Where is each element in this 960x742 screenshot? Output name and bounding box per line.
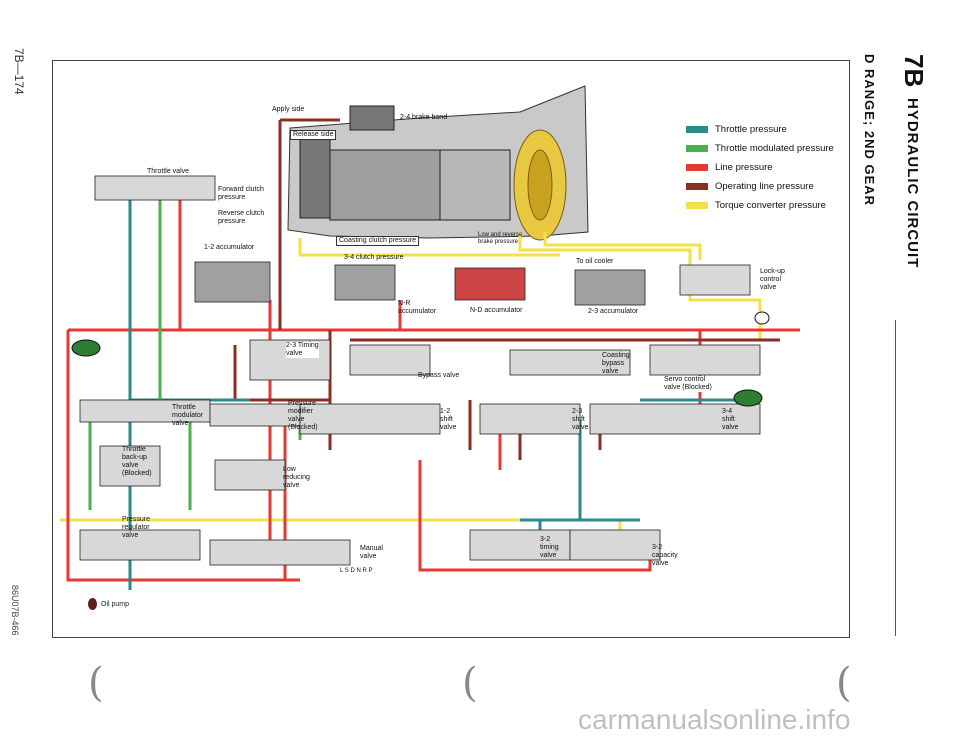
oil-pump: Oil pump bbox=[88, 598, 129, 610]
pressure-gauges bbox=[71, 311, 770, 407]
release-side-label: Release side bbox=[290, 130, 337, 140]
watermark: carmanualsonline.info bbox=[578, 704, 851, 735]
oil-pump-icon bbox=[88, 598, 97, 610]
oil-cooler-label: To oil cooler bbox=[576, 258, 614, 265]
throttle-modulator-label: Throttle modulator valve bbox=[172, 404, 204, 427]
legend-label: Throttle pressure bbox=[715, 124, 787, 135]
forward-clutch-label: Forward clutch pressure bbox=[218, 186, 264, 201]
shift-12-label: 1-2 shift valve bbox=[440, 408, 457, 431]
accumulator-12-label: 1-2 accumulator bbox=[204, 244, 255, 251]
binder-mark: ( bbox=[836, 660, 852, 706]
legend-swatch bbox=[686, 183, 708, 190]
servo-control-label: Servo control valve (Blocked) bbox=[664, 376, 712, 392]
nd-accumulator-label: N-D accumulator bbox=[470, 307, 523, 314]
legend-swatch bbox=[686, 164, 708, 171]
page-title: HYDRAULIC CIRCUIT bbox=[904, 98, 921, 269]
legend-item: Torque converter pressure bbox=[686, 196, 856, 215]
legend-label: Operating line pressure bbox=[715, 181, 814, 192]
page-subtitle: D RANGE; 2ND GEAR bbox=[862, 54, 877, 207]
legend: Throttle pressure Throttle modulated pre… bbox=[686, 120, 856, 215]
clutch-34-label: 3-4 clutch pressure bbox=[344, 254, 404, 261]
diagram-frame bbox=[52, 60, 850, 638]
section-header: 7B HYDRAULIC CIRCUIT D RANGE; 2ND GEAR bbox=[858, 54, 938, 324]
legend-swatch bbox=[686, 145, 708, 152]
shift-23-label: 2-3 shift valve bbox=[572, 408, 589, 431]
legend-label: Torque converter pressure bbox=[715, 200, 826, 211]
shift-34-label: 3-4 shift valve bbox=[722, 408, 739, 431]
low-reverse-label: Low and reverse brake pressure bbox=[478, 232, 523, 245]
valve-bodies bbox=[79, 175, 761, 566]
manual-positions-label: L S D N R P bbox=[340, 568, 373, 574]
accumulator-23-label: 2-3 accumulator bbox=[588, 308, 639, 315]
manual-valve-label: Manual valve bbox=[360, 545, 383, 560]
document-code: 86U07B-466 bbox=[10, 585, 20, 636]
legend-item: Throttle modulated pressure bbox=[686, 139, 856, 158]
torque-converter-lines bbox=[60, 232, 762, 540]
lockup-control-label: Lock-up control valve bbox=[760, 268, 785, 291]
binder-mark: ( bbox=[88, 660, 104, 706]
legend-swatch bbox=[686, 202, 708, 209]
pressure-regulator-label: Pressure regulator valve bbox=[122, 516, 151, 539]
nr-accumulator-label: N-R accumulator bbox=[398, 300, 437, 315]
transmission-housing bbox=[287, 85, 589, 241]
legend-swatch bbox=[686, 126, 708, 133]
throttle-backup-label: Throttle back-up valve (Blocked) bbox=[122, 446, 152, 477]
binder-mark: ( bbox=[462, 660, 478, 706]
pressure-modifier-label: Pressure modifier valve (Blocked) bbox=[288, 400, 318, 431]
legend-label: Line pressure bbox=[715, 162, 773, 173]
oil-pump-label: Oil pump bbox=[101, 600, 130, 608]
timing-32-label: 3-2 timing valve bbox=[540, 536, 559, 559]
throttle-valve-label: Throttle valve bbox=[147, 168, 190, 175]
legend-item: Throttle pressure bbox=[686, 120, 856, 139]
brake-band-label: 2-4 brake band bbox=[400, 114, 448, 121]
throttle-pressure-lines bbox=[128, 200, 760, 590]
chapter-number: 7B bbox=[899, 54, 929, 88]
capacity-32-label: 3-2 capacity valve bbox=[652, 544, 678, 567]
legend-item: Line pressure bbox=[686, 158, 856, 177]
coasting-bypass-label: Coasting bypass valve bbox=[602, 352, 630, 375]
legend-label: Throttle modulated pressure bbox=[715, 143, 834, 154]
bypass-valve-label: Bypass valve bbox=[418, 372, 460, 379]
apply-side-label: Apply side bbox=[272, 106, 305, 113]
page-number: 7B—174 bbox=[12, 48, 26, 95]
legend-item: Operating line pressure bbox=[686, 177, 856, 196]
reverse-clutch-label: Reverse clutch pressure bbox=[218, 210, 265, 225]
coasting-clutch-label: Coasting clutch pressure bbox=[336, 236, 420, 246]
low-reducing-label: Low reducing valve bbox=[283, 466, 310, 489]
timing-23-label: 2-3 Timing valve bbox=[286, 342, 319, 358]
margin-rule bbox=[895, 320, 896, 636]
